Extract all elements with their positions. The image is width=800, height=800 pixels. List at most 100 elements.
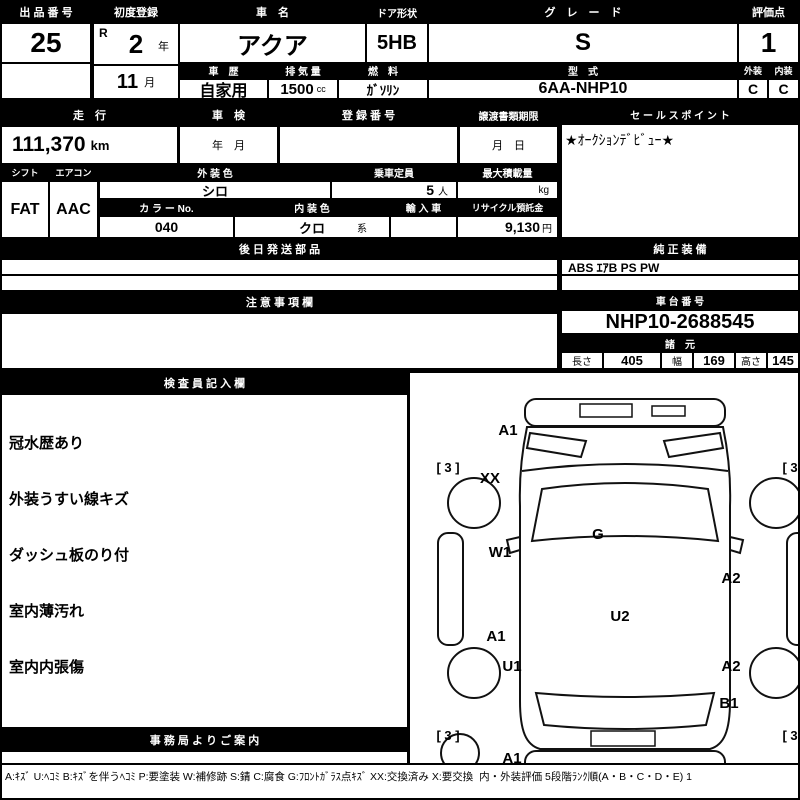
- rear-right-wheel-shape: [748, 647, 798, 699]
- exterior-grade-header: 外装: [739, 63, 767, 78]
- later-parts-row1: [2, 260, 557, 274]
- windshield-shape: [530, 482, 720, 543]
- displacement-header: 排 気 量: [269, 63, 337, 78]
- front-left-wheel-shape: [446, 477, 501, 529]
- damage-marks: A1 XX W1 G U2 A1 U1 A2 A2 B1 A1: [480, 422, 741, 763]
- width-value: 169: [694, 353, 734, 368]
- interior-grade-header: 内装: [769, 63, 798, 78]
- diagram-area: A1 XX W1 G U2 A1 U1 A2 A2 B1 A1 [ 3 ] [ …: [410, 373, 798, 763]
- lot-number-blank-cell: [2, 64, 90, 98]
- score-value: 1: [739, 24, 798, 62]
- mark-left-rear-lower: U1: [502, 658, 521, 675]
- left-side-strip-shape: [436, 532, 464, 646]
- left-headlight-shape: [525, 431, 588, 459]
- inspector-note-1: 冠水歴あり: [9, 435, 85, 452]
- exterior-grade-value: C: [739, 80, 767, 98]
- interior-color-suffix: 系: [357, 223, 367, 235]
- genuine-equipment-row2: [562, 276, 798, 290]
- interior-color-cell: クロ 系: [235, 217, 389, 237]
- mark-rear-bumper: A1: [502, 750, 521, 763]
- tire-marks: [ 3 ] [ 3 ] [ 3 ] [ 3 ] [レス]: [436, 460, 798, 743]
- genuine-equipment-value: ABS ｴｱB PS PW: [562, 260, 798, 274]
- history-value: 自家用: [180, 80, 267, 98]
- lot-number-header: 出 品 番 号: [2, 2, 90, 22]
- office-blank-area: [2, 752, 407, 763]
- history-header: 車 歴: [180, 63, 267, 78]
- capacity-unit: 人: [438, 186, 448, 198]
- color-no-value: 040: [100, 217, 233, 237]
- transfer-deadline-header: 譲渡書類期限: [460, 105, 557, 125]
- import-blank: [391, 217, 456, 237]
- tire-mark-front-right: [ 3 ]: [782, 460, 798, 475]
- displacement-unit: cc: [316, 84, 326, 94]
- right-side-strip-shape: [785, 532, 798, 646]
- right-mirror-shape: [728, 535, 744, 555]
- recycle-deposit-cell: 9,130 円: [458, 217, 557, 237]
- registration-number-blank: [280, 127, 457, 163]
- model-value: 6AA-NHP10: [429, 80, 737, 98]
- tire-mark-rear-right: [ 3 ]: [782, 728, 798, 743]
- front-bumper-shape: [523, 398, 726, 427]
- inspector-note-4: 室内薄汚れ: [9, 603, 85, 620]
- mark-left-front-door: W1: [489, 544, 512, 561]
- car-outline: [436, 398, 798, 763]
- month-suffix: 月: [144, 77, 156, 89]
- mark-roof: U2: [610, 608, 629, 625]
- recycle-deposit-unit: 円: [542, 223, 552, 235]
- first-registration-year-cell: R 2 年: [94, 24, 178, 64]
- width-label: 幅: [662, 353, 692, 368]
- grade-value: S: [429, 24, 737, 62]
- rear-window-shape: [534, 691, 716, 730]
- front-plate-shape: [579, 403, 633, 418]
- car-name-header: 車 名: [180, 2, 365, 22]
- height-label: 高さ: [736, 353, 766, 368]
- inspector-note-2: 外装うすい線キズ: [9, 491, 130, 508]
- inspector-note-3: ダッシュ板のり付: [9, 547, 130, 564]
- max-load-value: kg: [458, 182, 557, 198]
- tire-mark-rear-left: [ 3 ]: [436, 728, 459, 743]
- fuel-header: 燃 料: [339, 63, 427, 78]
- chassis-number-header: 車 台 番 号: [562, 292, 798, 309]
- office-header: 事 務 局 よ り ご 案 内: [2, 729, 407, 750]
- capacity-value-cell: 5 人: [332, 182, 456, 198]
- exterior-color-value: シロ: [100, 182, 330, 198]
- length-label: 長さ: [562, 353, 602, 368]
- import-header: 輸 入 車: [391, 200, 456, 215]
- aircon-header: エアコン: [50, 165, 97, 180]
- grade-header: グ レ ー ド: [429, 2, 737, 22]
- era-code: R: [99, 26, 108, 40]
- year-suffix: 年: [158, 41, 169, 53]
- legend: A:ｷｽﾞ U:ﾍｺﾐ B:ｷｽﾞを伴うﾍｺﾐ P:要塗装 W:補修跡 S:錆 …: [2, 765, 798, 798]
- tire-mark-front-left: [ 3 ]: [436, 460, 459, 475]
- shift-header: シフト: [2, 165, 48, 180]
- transfer-deadline-value: 月 日: [460, 127, 557, 163]
- front-right-wheel-shape: [748, 477, 798, 529]
- car-name-value: アクア: [180, 24, 365, 62]
- height-value: 145: [768, 353, 798, 368]
- right-headlight-shape: [662, 431, 724, 459]
- aircon-value: AAC: [50, 182, 97, 237]
- spare-tire-shape: [439, 733, 480, 763]
- mark-front-bumper: A1: [498, 422, 517, 439]
- inspector-notes-area: 冠水歴あり 外装うすい線キズ ダッシュ板のり付 室内薄汚れ 室内内張傷: [2, 395, 407, 727]
- capacity-value: 5: [426, 182, 434, 198]
- door-shape-value: 5HB: [367, 24, 427, 62]
- capacity-header: 乗車定員: [332, 165, 456, 180]
- max-load-header: 最大積載量: [458, 165, 557, 180]
- fuel-value: ｶﾞｿﾘﾝ: [339, 80, 427, 98]
- sales-point-header: セ ー ル ス ポ イ ン ト: [562, 105, 798, 123]
- displacement-value-cell: 1500 cc: [269, 80, 337, 98]
- caution-blank-area: [2, 314, 557, 368]
- mark-front-left-wheel: XX: [480, 470, 500, 487]
- first-registration-month-cell: 11 月: [94, 66, 178, 98]
- later-parts-row2: [2, 276, 557, 290]
- front-grille-shape: [651, 405, 686, 417]
- mileage-value: 111,370: [12, 133, 86, 156]
- dimensions-header: 諸 元: [562, 335, 798, 351]
- inspector-note-5: 室内内張傷: [9, 659, 85, 676]
- mileage-header: 走 行: [2, 105, 177, 125]
- registration-number-header: 登 録 番 号: [280, 105, 457, 125]
- mark-right-front-door: A2: [721, 570, 740, 587]
- first-registration-header: 初度登録: [94, 2, 178, 22]
